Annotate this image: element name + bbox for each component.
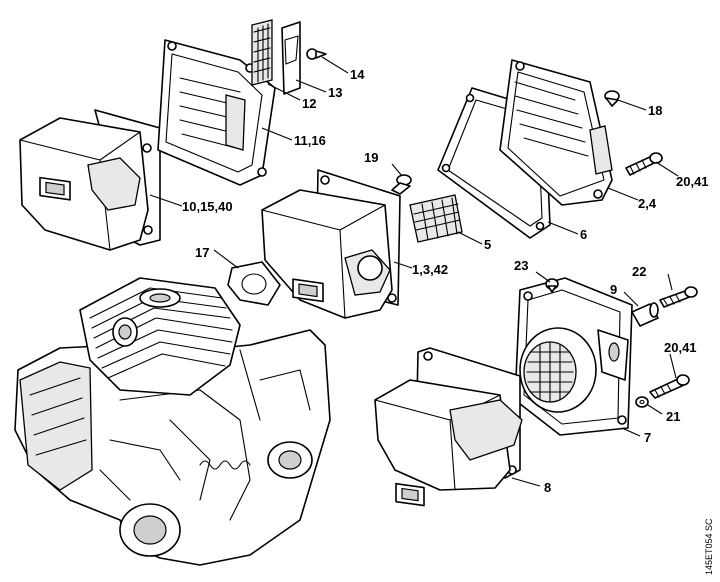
label-21: 21 xyxy=(666,409,680,424)
label-7: 7 xyxy=(644,430,651,445)
screw-14 xyxy=(306,48,327,60)
screw-20-41-bottom xyxy=(649,374,690,399)
label-1-3-42: 1,3,42 xyxy=(412,262,448,277)
cooling-cover-top xyxy=(157,39,276,186)
label-2-4: 2,4 xyxy=(638,196,657,211)
washer-21 xyxy=(635,396,649,408)
label-19: 19 xyxy=(364,150,378,165)
label-23: 23 xyxy=(514,258,528,273)
label-8: 8 xyxy=(544,480,551,495)
screw-22 xyxy=(659,286,698,308)
leader-lines xyxy=(149,56,679,487)
engine-crankcase xyxy=(14,329,331,566)
screw-18 xyxy=(604,90,620,107)
muffler-shell-left xyxy=(19,109,161,251)
label-11-16: 11,16 xyxy=(294,133,326,148)
sleeve-9 xyxy=(631,302,659,327)
cooling-cover-right xyxy=(499,59,613,206)
label-13: 13 xyxy=(328,85,342,100)
label-18: 18 xyxy=(648,103,662,118)
label-9: 9 xyxy=(610,282,617,297)
reference-code: 145ET054 SC xyxy=(704,518,714,575)
label-20-41-top: 20,41 xyxy=(676,174,709,189)
engine-cylinder xyxy=(79,277,241,396)
label-14: 14 xyxy=(350,67,365,82)
label-20-41-bottom: 20,41 xyxy=(664,340,697,355)
spark-screen-5 xyxy=(409,194,463,243)
label-22: 22 xyxy=(632,264,646,279)
label-10-15-40: 10,15,40 xyxy=(182,199,233,214)
muffler-shell-8 xyxy=(374,347,523,507)
label-6: 6 xyxy=(580,227,587,242)
guide-plate-13 xyxy=(281,21,301,95)
label-5: 5 xyxy=(484,237,491,252)
muffler-housing-7 xyxy=(514,277,633,436)
gasket-17 xyxy=(227,261,281,306)
label-17: 17 xyxy=(195,245,209,260)
part-labels: 14 13 12 11,16 10,15,40 19 18 20,41 2,4 … xyxy=(182,67,709,495)
muffler-main xyxy=(261,169,401,319)
screw-19 xyxy=(391,174,412,195)
screw-20-41-top xyxy=(625,152,663,176)
spark-screen-12 xyxy=(251,19,273,86)
label-12: 12 xyxy=(302,96,316,111)
